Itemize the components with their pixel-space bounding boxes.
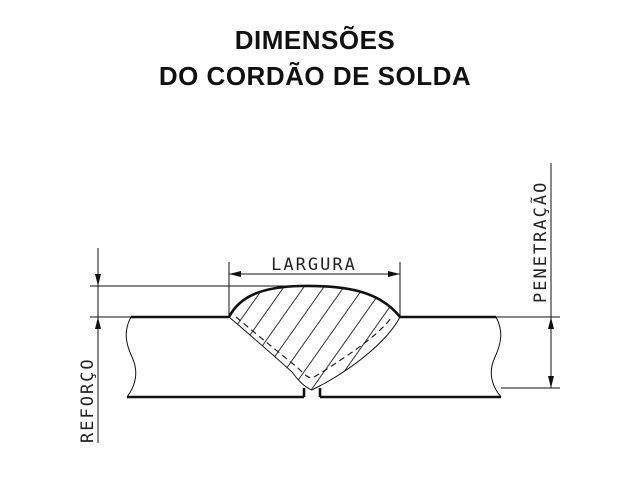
- title-line-2: DO CORDÃO DE SOLDA: [158, 61, 472, 91]
- width-label: LARGURA: [271, 255, 357, 275]
- reinforcement-dimension: [90, 248, 300, 443]
- width-dimension: [228, 262, 401, 316]
- left-plate: [125, 315, 306, 399]
- penetration-dimension: [496, 163, 560, 389]
- right-plate: [318, 315, 502, 399]
- penetration-label: PENETRAÇÃO: [529, 181, 551, 303]
- title-line-1: DIMENSÕES: [234, 25, 396, 55]
- diagram-title: DIMENSÕES DO CORDÃO DE SOLDA: [0, 22, 630, 94]
- reinforcement-label: REFORÇO: [78, 357, 98, 443]
